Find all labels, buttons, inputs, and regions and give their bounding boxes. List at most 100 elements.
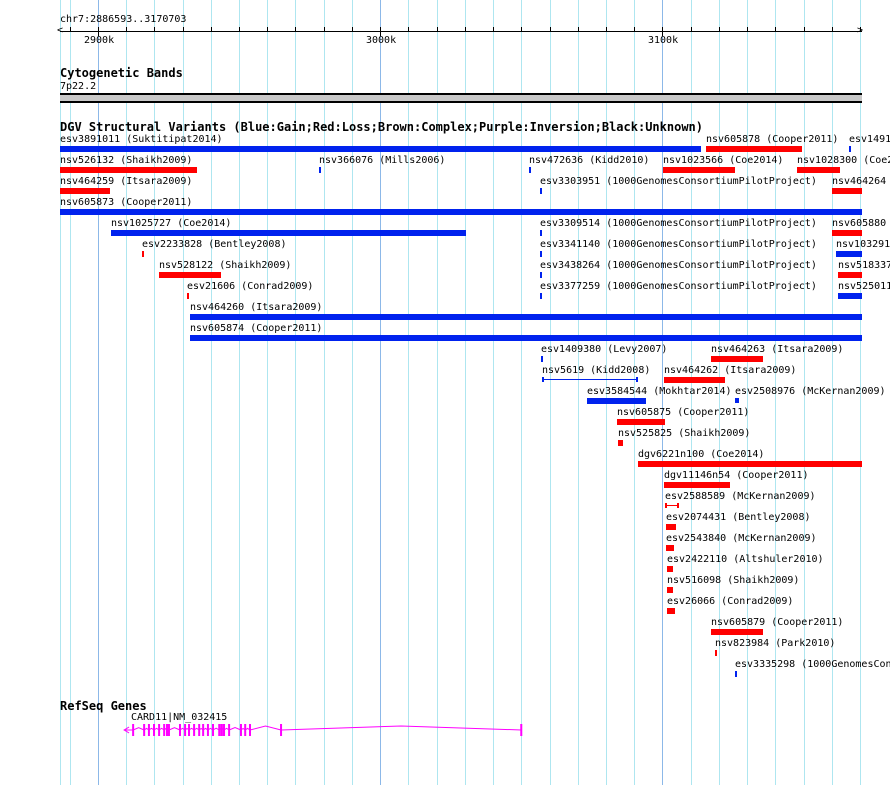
ruler-tick	[775, 27, 776, 32]
variant-bar-loss[interactable]	[838, 272, 862, 278]
variant-bar-loss[interactable]	[142, 251, 144, 257]
ruler-tick	[691, 27, 692, 32]
variant-label: nsv525825 (Shaikh2009)	[618, 428, 751, 439]
variant-bar-gain[interactable]	[836, 251, 862, 257]
variant-bar-gain[interactable]	[735, 398, 739, 403]
variant-bar-loss[interactable]	[715, 650, 717, 656]
scroll-left-arrow-icon[interactable]: <	[57, 25, 64, 36]
ruler-tick	[493, 27, 494, 32]
variant-bar-gain[interactable]	[60, 146, 701, 152]
variant-bar-loss[interactable]	[60, 188, 110, 194]
variant-bar-loss[interactable]	[666, 545, 674, 551]
ruler-tick	[465, 27, 466, 32]
ruler-tick-label: 3100k	[648, 35, 679, 46]
variant-bar-gain[interactable]	[849, 146, 851, 152]
variant-bar-loss[interactable]	[711, 629, 763, 635]
variant-bar-loss[interactable]	[664, 482, 730, 488]
dgv-track-title: DGV Structural Variants (Blue:Gain;Red:L…	[60, 120, 703, 134]
grid-line	[408, 0, 409, 785]
intron	[228, 726, 242, 731]
variant-bar-loss[interactable]	[159, 272, 221, 278]
grid-line	[747, 0, 748, 785]
ruler-tick	[98, 27, 99, 36]
variant-bar-gain[interactable]	[111, 230, 466, 236]
ruler-tick	[860, 27, 861, 32]
variant-bar-gain[interactable]	[190, 314, 862, 320]
variant-bar-loss[interactable]	[665, 503, 679, 508]
variant-label: nsv1025727 (Coe2014)	[111, 218, 232, 229]
ruler-tick	[239, 27, 240, 32]
variant-bar-gain[interactable]	[735, 671, 737, 677]
grid-line	[691, 0, 692, 785]
variant-label: esv2422110 (Altshuler2010)	[667, 554, 824, 565]
grid-line	[183, 0, 184, 785]
ruler-tick-label: 2900k	[84, 35, 115, 46]
variant-bar-loss[interactable]	[618, 440, 623, 446]
ruler-tick	[295, 27, 296, 32]
variant-label: nsv1023566 (Coe2014)	[663, 155, 784, 166]
ruler-tick	[606, 27, 607, 32]
variant-label: nsv5619 (Kidd2008)	[542, 365, 651, 376]
variant-bar-loss[interactable]	[666, 524, 676, 530]
gene-model-card11[interactable]	[0, 718, 890, 742]
variant-bar-loss[interactable]	[663, 167, 735, 173]
variant-label: nsv464259 (Itsara2009)	[60, 176, 193, 187]
variant-label: nsv605875 (Cooper2011)	[617, 407, 750, 418]
variant-bar-loss[interactable]	[187, 293, 189, 299]
variant-bar-loss[interactable]	[664, 377, 725, 383]
variant-bar-gain[interactable]	[587, 398, 646, 404]
variant-bar-gain[interactable]	[540, 272, 542, 278]
variant-label: nsv528122 (Shaikh2009)	[159, 260, 292, 271]
variant-bar-gain[interactable]	[190, 335, 862, 341]
variant-label: esv3341140 (1000GenomesConsortiumPilotPr…	[540, 239, 817, 250]
gene-label: CARD11|NM_032415	[131, 712, 228, 723]
variant-bar-gain[interactable]	[541, 356, 543, 362]
variant-label: esv3303951 (1000GenomesConsortiumPilotPr…	[540, 176, 817, 187]
variant-label: esv2508976 (McKernan2009)	[735, 386, 886, 397]
variant-label: nsv464262 (Itsara2009)	[664, 365, 797, 376]
variant-bar-gain[interactable]	[60, 209, 862, 215]
variant-bar-loss[interactable]	[832, 188, 862, 194]
variant-bar-gain[interactable]	[540, 251, 542, 257]
variant-bar-gain[interactable]	[540, 230, 542, 236]
variant-bar-gain[interactable]	[540, 293, 542, 299]
variant-bar-loss[interactable]	[832, 230, 862, 236]
variant-label: esv2233828 (Bentley2008)	[142, 239, 287, 250]
variant-bar-loss[interactable]	[711, 356, 763, 362]
variant-bar-loss[interactable]	[60, 167, 197, 173]
grid-line	[775, 0, 776, 785]
ruler-tick	[211, 27, 212, 32]
variant-label: esv21606 (Conrad2009)	[187, 281, 314, 292]
variant-bar-gain[interactable]	[542, 377, 638, 382]
grid-line	[126, 0, 127, 785]
ruler-tick	[634, 27, 635, 32]
variant-label: nsv103291	[836, 239, 890, 250]
ruler-tick	[578, 27, 579, 32]
variant-bar-loss[interactable]	[706, 146, 802, 152]
variant-bar-loss[interactable]	[667, 566, 673, 572]
variant-bar-loss[interactable]	[667, 608, 675, 614]
variant-bar-loss[interactable]	[797, 167, 840, 173]
variant-label: esv2588589 (McKernan2009)	[665, 491, 816, 502]
ruler-tick-label: 3000k	[366, 35, 397, 46]
variant-bar-gain[interactable]	[529, 167, 531, 173]
cytoband-bar[interactable]	[60, 93, 862, 103]
variant-bar-loss[interactable]	[667, 587, 673, 593]
variant-bar-gain[interactable]	[319, 167, 321, 173]
variant-label: nsv605879 (Cooper2011)	[711, 617, 844, 628]
refseq-track-title: RefSeq Genes	[60, 699, 147, 713]
variant-label: nsv464260 (Itsara2009)	[190, 302, 323, 313]
ruler-tick	[662, 27, 663, 36]
grid-line	[606, 0, 607, 785]
variant-bar-gain[interactable]	[838, 293, 862, 299]
variant-bar-loss[interactable]	[617, 419, 665, 425]
variant-bar-gain[interactable]	[540, 188, 542, 194]
variant-bar-loss[interactable]	[638, 461, 862, 467]
variant-label: nsv516098 (Shaikh2009)	[667, 575, 800, 586]
variant-label: esv26066 (Conrad2009)	[667, 596, 794, 607]
grid-line	[860, 0, 861, 785]
grid-line	[521, 0, 522, 785]
grid-line	[634, 0, 635, 785]
grid-line	[295, 0, 296, 785]
